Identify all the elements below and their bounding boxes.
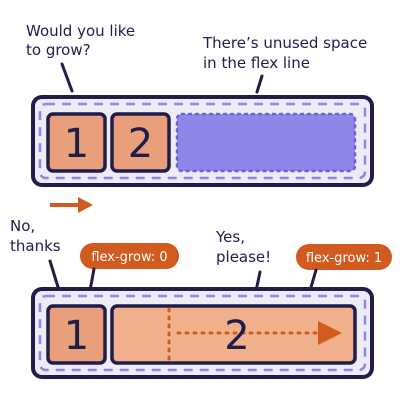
flex-grow-1-badge-text: flex-grow: 1 — [306, 251, 382, 266]
question-label: Would you like to grow? — [26, 22, 140, 59]
flex-grow-0-badge-text: flex-grow: 0 — [91, 250, 167, 265]
growth-arrow-head — [318, 321, 342, 345]
bottom-item-2-label: 2 — [224, 313, 249, 359]
top-item-2-label: 2 — [128, 121, 153, 167]
bottom-container-dashed-border — [38, 294, 367, 372]
top-item-1 — [46, 112, 107, 173]
no-thanks-label: No, thanks — [10, 217, 61, 255]
top-container-dashed-border — [38, 102, 367, 180]
bottom-item-2 — [110, 304, 357, 365]
unused-space-pointer — [255, 74, 264, 94]
question-pointer — [60, 62, 74, 93]
main-axis-arrow-head — [78, 197, 93, 213]
bottom-item-1-label: 1 — [64, 313, 89, 359]
bottom-item-1 — [46, 304, 107, 365]
flex-grow-1-badge — [296, 244, 392, 270]
unused-free-space — [175, 112, 357, 173]
flex-grow-0-badge — [80, 243, 179, 269]
yes-please-label: Yes, please! — [215, 228, 271, 266]
top-item-1-label: 1 — [64, 121, 89, 167]
unused-space-label: There’s unused space in the flex line — [202, 34, 372, 72]
top-item-2 — [110, 112, 171, 173]
